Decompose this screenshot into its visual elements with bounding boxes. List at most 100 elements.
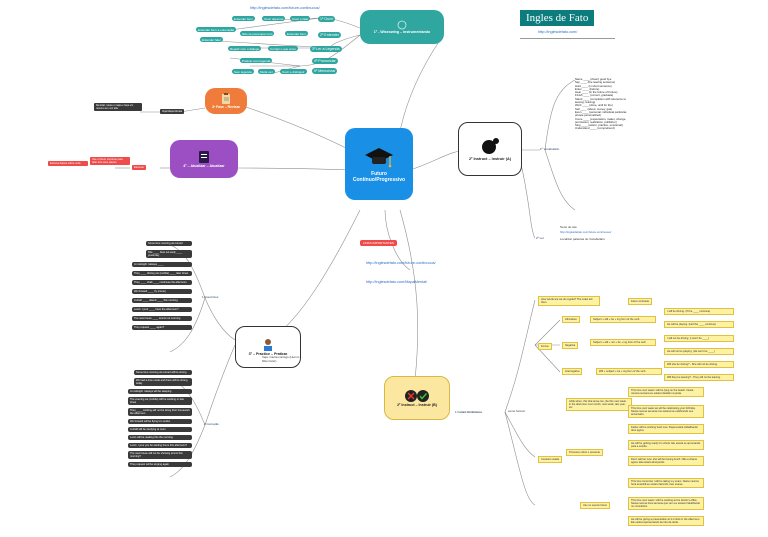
head-icon	[482, 138, 499, 154]
links-important-1[interactable]: http://inglesdefato.com/future-continuou…	[366, 261, 436, 265]
correction-item: The new house will not be showing tennis…	[128, 451, 192, 459]
exercise-label[interactable]: 1 Exercícios	[202, 295, 219, 299]
vocab-item: Hold ____ (in short sentence)	[575, 83, 612, 88]
central-label-line2: Contínuo/Progressivo	[352, 177, 406, 183]
top-branch-link[interactable]: http://inglesdefato.com/future-continuou…	[250, 6, 320, 10]
atualizar-hub[interactable]: 4º – Atualizar – Atualizar	[170, 140, 238, 178]
revisar-hub[interactable]: 3º Fase – Revisar	[205, 88, 247, 114]
instruct-b-hub[interactable]: 2º Instruct – Instruir (B)	[384, 376, 450, 420]
top-branch-hub-label: 1º - Wiseowing – instrumentando	[373, 30, 431, 34]
links-badge: LINKS IMPORTANTES	[360, 240, 397, 246]
future-ex2: This time next week I will be working at…	[628, 497, 704, 511]
process-ex1: Father will be working hard now. Papai e…	[628, 424, 704, 435]
link-central-instructb	[399, 209, 419, 381]
correction-label[interactable]: 2 Correção	[204, 422, 219, 426]
forms-label[interactable]: Forma	[538, 343, 552, 351]
exercise-item: The new house ____ tennis not morning	[132, 316, 192, 321]
chip-r4-1[interactable]: Corrigir o que errou	[268, 46, 299, 51]
step-ler-legenda[interactable]: 3º Ler a Legenda	[310, 46, 342, 52]
vocab-list: Name ____ (cheer) good bye Say ____ (the…	[575, 77, 635, 131]
ler-link[interactable]: http://inglesdefato.com/future-continuou…	[560, 230, 612, 234]
chip-r6-1[interactable]: Muita vez	[258, 69, 275, 74]
vocab-label[interactable]: 1º Vocabulário	[540, 147, 560, 151]
negative-ex1: I will not be driving. (I won't be ____)	[664, 335, 734, 343]
central-node[interactable]: Futuro Contínuo/Progressivo	[345, 128, 413, 200]
vocab-item: Work ____ (done, until for the)	[575, 103, 613, 108]
ler-note: Localizar palavras do Vocabulário	[560, 237, 605, 241]
vocab-item: Hear ____ (in the future of Future)	[575, 90, 618, 95]
vocab-item: Sell ____ (about, money, gas)	[575, 106, 613, 111]
atualizar-note-right: Use o futuro contínuo para falar dos seu…	[90, 157, 130, 166]
exercise-item: She ____ here out early ____ yesterday	[146, 250, 192, 258]
correction-item: We forward will be flying to London	[128, 419, 192, 424]
chip-r2-0[interactable]: Entender bem a entonação	[196, 27, 237, 32]
vocab-item: Enter ____ (before)	[575, 86, 600, 91]
instruct-b-hub-label: 2º Instruct – Instruir (B)	[397, 403, 437, 407]
correction-item: A shaft will be studying at noon	[128, 427, 192, 432]
instruct-b-sub2: como formar	[508, 409, 525, 413]
interrogative-ex1: Will she be driving? - She will not be d…	[664, 361, 734, 369]
check-cross-icon	[405, 390, 429, 402]
practice-hub[interactable]: 3º – Practice – Praticar	[235, 326, 301, 368]
correction-item: The evening we (mobile) will be working …	[128, 397, 192, 405]
interrogative-ex2: Will they be leaving? - They will not be…	[664, 374, 734, 382]
chip-r6-0[interactable]: Sem legenda	[232, 69, 254, 74]
chip-r4-0[interactable]: Repetir com o dialogo	[228, 46, 262, 51]
step-pronunciar[interactable]: 4º Pronunciar	[312, 58, 338, 64]
step-memorizar[interactable]: 5º Memorizar	[312, 68, 338, 74]
when-ex1: This time next week I will be lying on t…	[628, 387, 704, 398]
chip-r1-1[interactable]: Ouvir algumas	[262, 16, 286, 21]
chip-r6-2[interactable]: Ouvir e distinguir	[280, 69, 307, 74]
instruct-b-sub[interactable]: 1 Future Continuous	[455, 410, 483, 414]
instruct-a-hub-label: 2º Instruct – Instruir (A)	[468, 157, 512, 161]
brand-underline	[520, 38, 615, 39]
exercise-item: They ____ shall ____ continues the after…	[132, 280, 192, 285]
negative-label[interactable]: Negativa	[562, 342, 579, 350]
formula-right: Fazer contraste	[628, 298, 653, 306]
process-label[interactable]: Processo sobre o presente	[566, 449, 603, 457]
negative-rule: Subject + will + not + be + ing form of …	[590, 339, 656, 347]
top-branch-hub[interactable]: 1º - Wiseowing – instrumentando	[360, 10, 444, 44]
step-ouvir[interactable]: 1º Ouvir	[318, 16, 335, 22]
links-important-2[interactable]: http://inglesdefato.com/MapaMental/	[366, 280, 428, 284]
instruct-a-hub[interactable]: 2º Instruct – Instruir (A)	[458, 122, 522, 176]
correction-item: Some time morning we turned will be stro…	[134, 370, 192, 375]
correction-item: Lenin will be reading this the morning	[128, 435, 192, 440]
link-central-atualizar	[237, 167, 351, 171]
revisar-note: Revisão: releia o mapa e faça um resumo …	[94, 103, 142, 112]
atualizar-label[interactable]: Escrever	[132, 165, 147, 171]
future-ex3: He will be giving a presentation at 3 o'…	[628, 516, 704, 527]
atualizar-hub-label: 4º – Atualizar – Atualizar	[183, 164, 225, 168]
future-label[interactable]: Uso no evento futuro	[580, 502, 611, 510]
chip-r3-0[interactable]: Entender falar	[200, 37, 223, 42]
chip-r5-0[interactable]: Praticar com legenda	[240, 58, 273, 63]
ler-label[interactable]: 2º Ler	[536, 236, 544, 240]
interrogative-label[interactable]: Interrogativa	[562, 368, 583, 376]
vocab-item: Stand ____ (completion with reference to…	[575, 96, 626, 105]
when-ex2: This time next week we will be celebrati…	[628, 405, 704, 419]
revisar-label[interactable]: Veja Mapa Mental	[160, 109, 185, 115]
chip-r1-0[interactable]: Entender bem	[232, 16, 255, 21]
exercise-item: A shaft ____ attend ____ this morning	[132, 298, 192, 303]
revisar-hub-label: 3º Fase – Revisar	[212, 105, 240, 109]
exercise-item: They request ____ again?	[132, 325, 192, 330]
graduation-cap-icon	[365, 148, 393, 168]
chip-r2-1[interactable]: Não se preocupar com	[240, 31, 275, 36]
brand-url-link[interactable]: http://inglesdefato.com/	[538, 30, 578, 34]
correction-item: Lenin: I your you be starting home this …	[128, 443, 192, 448]
affirmative-ex2: He will be playing. (He'll be ____ conti…	[664, 321, 734, 329]
interrogative-rule: Will + subject + be + ing form of the ve…	[596, 368, 662, 376]
ler-text: Texto do site	[560, 225, 577, 229]
chip-r2-2[interactable]: Entender bem	[285, 31, 308, 36]
process-ex2: He will be getting ready for school. Ele…	[628, 440, 704, 451]
link-central-practice	[269, 209, 361, 341]
affirmative-label[interactable]: Afirmativa	[562, 316, 580, 324]
step-entender[interactable]: 2º Entender	[318, 32, 341, 38]
correction-list: Some time morning we turned will be stro…	[128, 370, 192, 470]
person-practice-icon	[264, 339, 272, 351]
atualizar-note-left: Escreva frases sobre você	[48, 161, 88, 167]
chip-r1-2[interactable]: Ouvir e falar	[290, 16, 311, 21]
exercise-item: They ____ driving car (mobile) ____ late…	[132, 271, 192, 276]
vocab-item: Say ____ (the leaving sentence)	[575, 80, 616, 85]
when-label[interactable]: Contexto usado	[538, 456, 563, 464]
